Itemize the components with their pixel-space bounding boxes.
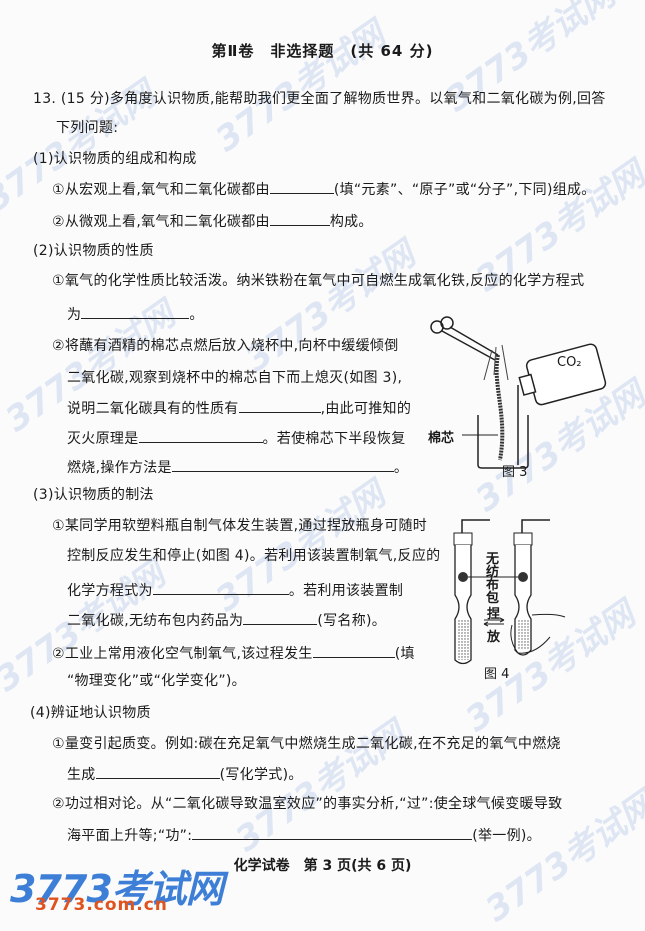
text: “物理变化”或“化学变化”)。: [67, 673, 246, 689]
text: 燃烧,操作方法是: [67, 460, 172, 476]
site-url: 3773.com.cn: [35, 895, 168, 915]
squeeze-label: 捏: [487, 607, 501, 622]
answer-blank[interactable]: [95, 764, 220, 779]
text: ①从宏观上看,氧气和二氧化碳都由: [52, 182, 270, 198]
text: 。若使棉芯下半段恢复: [262, 431, 406, 447]
bag-label: 无纺布包: [486, 552, 500, 606]
text: 构成。: [329, 214, 373, 230]
text: ①氧气的化学性质比较活泼。纳米铁粉在氧气中可自燃生成氧化铁,反应的化学方程式: [52, 273, 585, 289]
text: ②将蘸有酒精的棉芯点燃后放入烧杯中,向杯中缓缓倾倒: [52, 338, 399, 354]
text: ①某同学用软塑料瓶自制气体发生装置,通过捏放瓶身可随时: [52, 518, 428, 534]
answer-blank[interactable]: [269, 211, 330, 226]
text: ②功过相对论。从“二氧化碳导致温室效应”的事实分析,“过”:使全球气候变暖导致: [52, 796, 563, 812]
figure-caption: 图 4: [484, 667, 510, 682]
text: 灭火原理是: [67, 431, 139, 447]
answer-blank[interactable]: [312, 643, 395, 658]
text: 说明二氧化碳具有的性质有: [67, 401, 239, 417]
text: 海平面上升等;“功”:: [67, 828, 193, 844]
figure-4: 无纺布包 捏 放 图 4: [440, 515, 570, 685]
text: 。若利用该装置制: [288, 583, 404, 599]
text: ②工业上常用液化空气制氧气,该过程发生: [52, 646, 313, 662]
answer-blank[interactable]: [171, 457, 394, 472]
answer-blank[interactable]: [152, 580, 289, 595]
text: 。: [393, 460, 409, 476]
wick-label: 棉芯: [428, 431, 455, 446]
text: 二氧化碳,无纺布包内药品为: [67, 613, 244, 629]
figure-3: CO₂ 棉芯 图 3: [420, 315, 620, 485]
subsection-heading: (1)认识物质的组成和构成: [33, 151, 197, 167]
page-footer: 化学试卷 第 3 页(共 6 页): [233, 858, 412, 874]
text: 下列问题:: [56, 120, 119, 136]
answer-blank[interactable]: [238, 398, 321, 413]
answer-blank[interactable]: [138, 428, 263, 443]
text: ①量变引起质变。例如:碳在充足氧气中燃烧生成二氧化碳,在不充足的氧气中燃烧: [52, 736, 561, 752]
watermark-text: 3773考试网: [238, 234, 423, 381]
release-label: 放: [487, 630, 501, 645]
text: 生成: [67, 767, 96, 783]
text: ②从微观上看,氧气和二氧化碳都由: [52, 214, 270, 230]
figure-caption: 图 3: [502, 465, 528, 480]
watermark-text: 3773考试网: [208, 14, 393, 161]
text: (填: [394, 646, 415, 662]
co2-label: CO₂: [557, 355, 582, 370]
text: 化学方程式为: [67, 583, 153, 599]
text: (写名称)。: [317, 613, 387, 629]
text: (举一例)。: [472, 828, 541, 844]
answer-blank[interactable]: [81, 304, 190, 319]
subsection-heading: (2)认识物质的性质: [33, 243, 154, 259]
subsection-heading: (4)辨证地认识物质: [30, 705, 151, 721]
question-stem: 13. (15 分)多角度认识物质,能帮助我们更全面了解物质世界。以氧气和二氧化…: [33, 90, 606, 108]
answer-blank[interactable]: [192, 825, 473, 840]
text: 13. (15 分)多角度认识物质,能帮助我们更全面了解物质世界。以氧气和二氧化…: [33, 91, 606, 107]
beaker-co2-illustration: [430, 316, 607, 469]
text: 为: [67, 307, 82, 323]
site-logo: 3773考试网: [10, 867, 224, 911]
subsection-heading: (3)认识物质的制法: [33, 487, 154, 503]
text: (填“元素”、“原子”或“分子”,下同)组成。: [333, 182, 596, 198]
text: 二氧化碳,观察到烧杯中的棉芯自下而上熄灭(如图 3),: [67, 370, 403, 386]
test-tube-apparatus-illustration: [453, 519, 566, 665]
answer-blank[interactable]: [243, 610, 318, 625]
text: ,由此可推知的: [320, 401, 412, 417]
answer-blank[interactable]: [269, 179, 334, 194]
text: 控制反应发生和停止(如图 4)。若利用该装置制氧气,反应的: [67, 548, 441, 564]
section-title: 第Ⅱ卷 非选择题 (共 64 分): [211, 42, 434, 60]
text: 。: [189, 307, 204, 323]
text: (写化学式)。: [219, 767, 303, 783]
